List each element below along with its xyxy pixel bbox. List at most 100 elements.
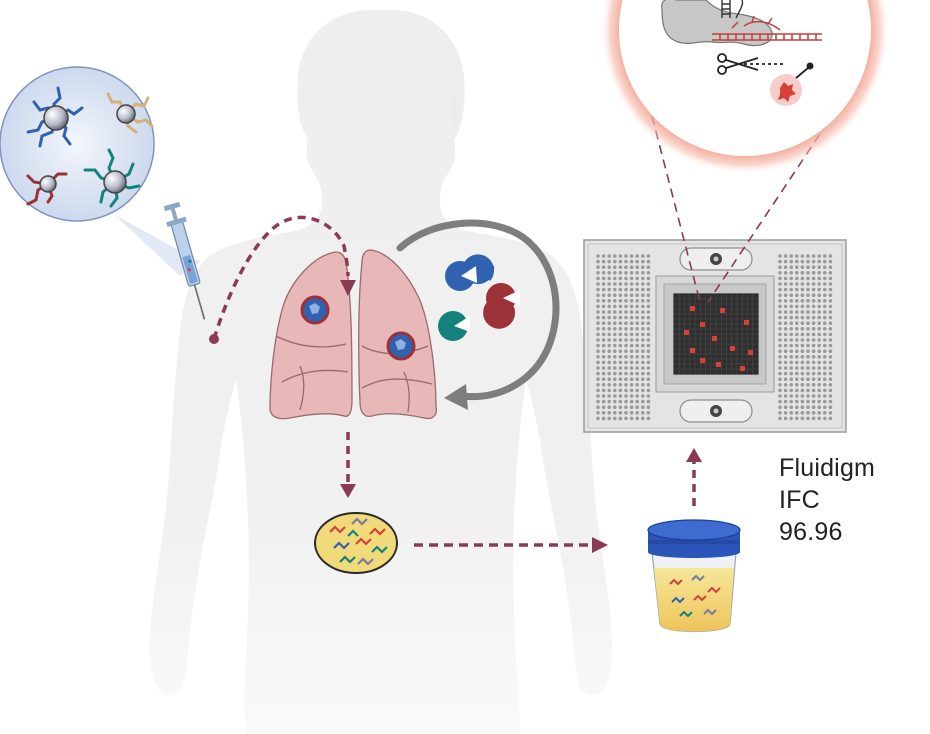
chip-well — [613, 259, 617, 264]
chip-well — [806, 276, 810, 281]
chip-well — [800, 271, 805, 275]
chip-well — [641, 315, 645, 320]
chip-well — [646, 271, 651, 275]
chip-well — [811, 349, 816, 354]
chip-well — [778, 332, 782, 337]
chip-positive-well — [690, 348, 695, 353]
chip-well — [641, 332, 645, 337]
chip-well — [607, 287, 611, 292]
chip-well — [783, 321, 788, 326]
chip-well — [641, 411, 645, 415]
chip-well — [635, 321, 639, 326]
chip-well — [641, 338, 645, 342]
chip-well — [823, 265, 827, 270]
chip-well — [795, 411, 799, 415]
chip-well — [607, 343, 611, 348]
chip-well — [823, 315, 827, 320]
chip-well — [596, 349, 600, 354]
chip-well — [641, 343, 645, 348]
chip-well — [629, 304, 634, 309]
chip-well — [607, 383, 611, 387]
chip-well — [795, 377, 799, 382]
chip-well — [618, 304, 623, 309]
chip-well — [601, 399, 606, 404]
chip-well — [646, 405, 651, 410]
chip-well — [596, 394, 600, 398]
chip-well — [641, 287, 645, 292]
chip-well — [635, 271, 639, 275]
chip-well — [607, 265, 611, 270]
chip-well — [635, 315, 639, 320]
chip-well — [806, 265, 810, 270]
chip-well — [828, 399, 833, 404]
chip-well — [613, 411, 617, 415]
chip-well — [806, 377, 810, 382]
chip-well — [828, 411, 833, 415]
chip-well — [641, 276, 645, 281]
chip-well — [811, 265, 816, 270]
flow-arrow-down — [340, 432, 356, 498]
chip-well — [629, 321, 634, 326]
chip-well — [817, 310, 821, 314]
protease-icon — [483, 283, 520, 329]
chip-well — [783, 299, 788, 303]
chip-well — [783, 360, 788, 365]
flow-arrow-up — [686, 448, 702, 506]
chip-well — [646, 355, 651, 359]
chip-well — [800, 265, 805, 270]
chip-well — [641, 304, 645, 309]
chip-well — [789, 360, 793, 365]
chip-well — [811, 416, 816, 421]
chip-well — [601, 276, 606, 281]
chip-well — [641, 327, 645, 331]
chip-well — [646, 321, 651, 326]
chip-well — [828, 383, 833, 387]
chip-well — [635, 282, 639, 286]
chip-well — [811, 282, 816, 286]
chip-well — [778, 315, 782, 320]
chip-well — [601, 282, 606, 286]
chip-well — [789, 304, 793, 309]
chip-well — [828, 299, 833, 303]
chip-well — [778, 405, 782, 410]
chip-reaction-grid — [673, 293, 759, 375]
chip-well — [607, 259, 611, 264]
chip-well — [646, 310, 651, 314]
chip-well — [795, 299, 799, 303]
chip-well — [629, 265, 634, 270]
chip-well — [618, 338, 623, 342]
chip-well — [601, 265, 606, 270]
chip-well — [789, 332, 793, 337]
chip-well — [613, 327, 617, 331]
chip-well — [789, 383, 793, 387]
chip-well — [635, 355, 639, 359]
chip-well — [828, 355, 833, 359]
chip-well — [817, 299, 821, 303]
chip-well — [601, 416, 606, 421]
chip-well — [624, 355, 628, 359]
chip-well — [641, 399, 645, 404]
chip-well — [778, 394, 782, 398]
chip-well — [783, 276, 788, 281]
chip-well — [800, 383, 805, 387]
chip-well — [613, 416, 617, 421]
chip-well — [811, 271, 816, 275]
chip-well — [641, 371, 645, 376]
chip-well — [778, 282, 782, 286]
chip-well — [635, 299, 639, 303]
chip-well — [624, 349, 628, 354]
chip-well — [624, 411, 628, 415]
chip-well — [596, 254, 600, 258]
chip-well — [811, 405, 816, 410]
recycle-arrow — [396, 219, 560, 410]
chip-well — [778, 293, 782, 298]
chip-well — [624, 366, 628, 370]
chip-well — [629, 383, 634, 387]
chip-well — [646, 394, 651, 398]
chip-well — [607, 310, 611, 314]
chip-well — [624, 310, 628, 314]
chip-well — [641, 383, 645, 387]
chip-well — [629, 338, 634, 342]
chip-well — [646, 371, 651, 376]
chip-well — [641, 377, 645, 382]
